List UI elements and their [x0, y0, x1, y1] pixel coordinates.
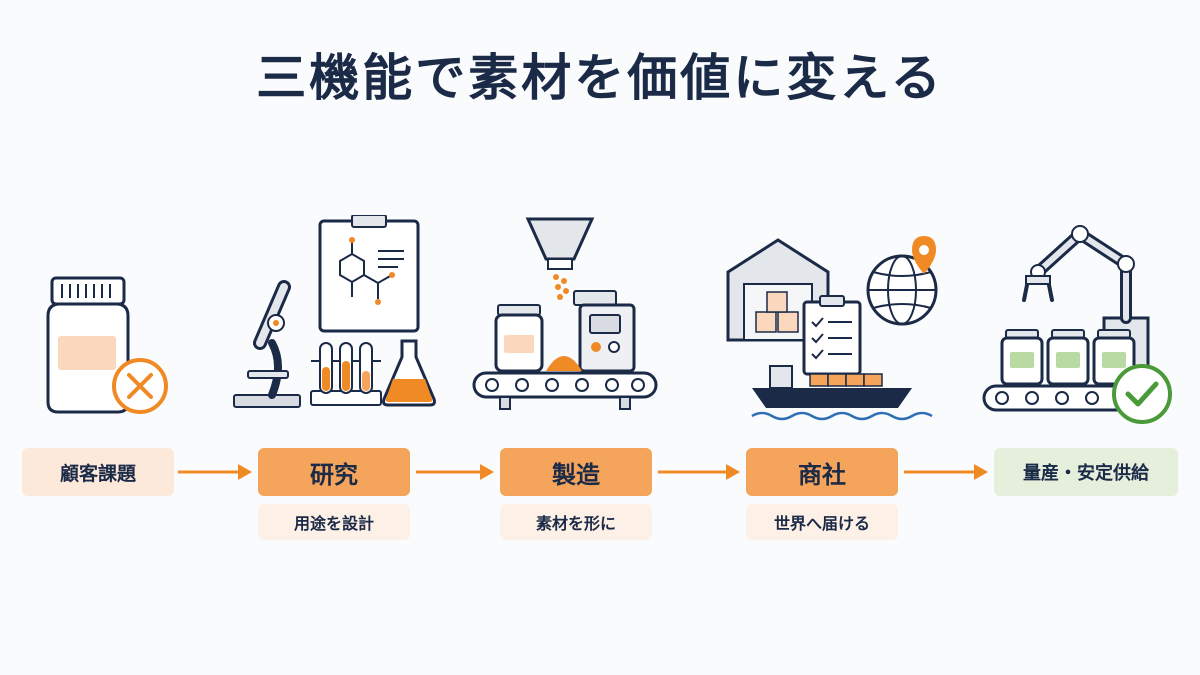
robot-arm-conveyor-check-icon: [982, 225, 1172, 424]
step-mass-production: 量産・安定供給: [994, 448, 1178, 496]
microscope-lab-icon: [233, 215, 436, 408]
warehouse-ship-globe-icon: [726, 236, 938, 421]
medicine-bottle-x-icon: [46, 276, 168, 414]
trading-sub-label: 世界へ届ける: [746, 504, 898, 540]
arrow-right-icon: [416, 464, 494, 480]
manufacturing-line-icon: [472, 217, 658, 410]
step-trading: 商社: [746, 448, 898, 496]
step-manufacturing: 製造: [500, 448, 652, 496]
arrow-right-icon: [904, 464, 988, 480]
arrow-right-icon: [178, 464, 252, 480]
step-research: 研究: [258, 448, 410, 496]
manufacturing-sub-label: 素材を形に: [500, 504, 652, 540]
arrow-right-icon: [658, 464, 740, 480]
step-customer-issue: 顧客課題: [22, 448, 174, 496]
page-title: 三機能で素材を価値に変える: [256, 49, 944, 107]
research-sub-label: 用途を設計: [258, 504, 410, 540]
